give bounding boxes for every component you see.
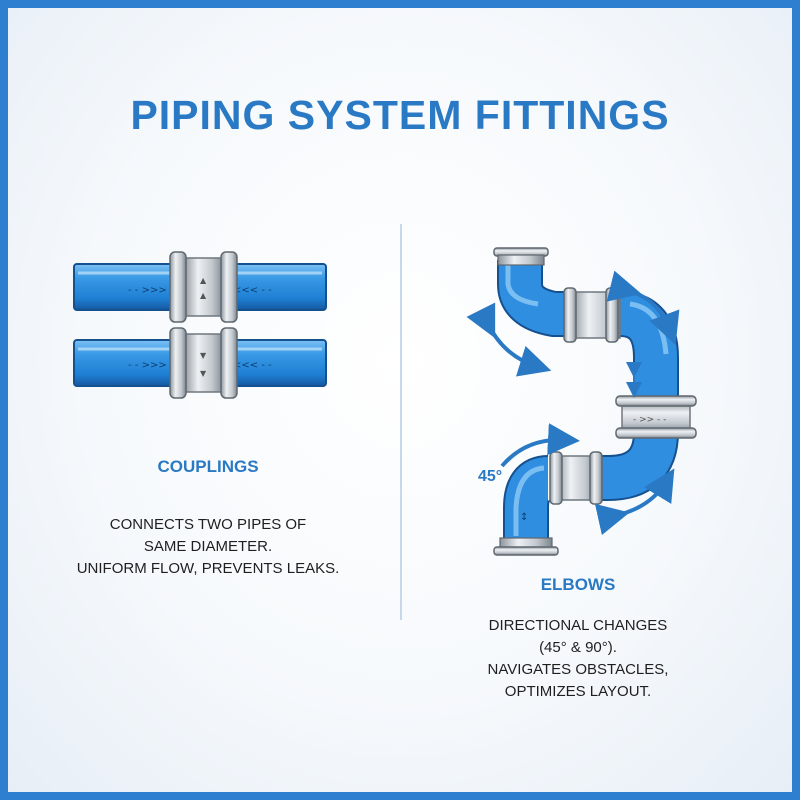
flow-arrows-left: - - >>>	[128, 285, 167, 296]
elbows-description: DIRECTIONAL CHANGES (45° & 90°). NAVIGAT…	[418, 615, 738, 703]
page-title: PIPING SYSTEM FITTINGS	[130, 92, 670, 138]
rotation-arrow	[500, 423, 580, 468]
rotation-arrow	[466, 302, 552, 377]
couplings-description: CONNECTS TWO PIPES OF SAME DIAMETER. UNI…	[48, 514, 368, 580]
description-line: (45° & 90°).	[539, 639, 617, 656]
coupling-sleeve	[183, 333, 225, 393]
column-divider	[400, 224, 402, 620]
svg-text:↕: ↕	[520, 512, 528, 523]
rotation-arrow	[606, 270, 680, 345]
svg-text:▲: ▲	[200, 276, 207, 285]
svg-text:▼: ▼	[200, 351, 207, 360]
coupling-ring	[220, 251, 238, 323]
elbows-heading: ELBOWS	[540, 575, 616, 594]
rotation-arrow	[594, 468, 675, 536]
couplings-heading: COUPLINGS	[157, 457, 259, 476]
description-line: NAVIGATES OBSTACLES,	[487, 661, 669, 678]
coupling-sleeve	[183, 257, 225, 317]
description-line: OPTIMIZES LAYOUT.	[504, 683, 652, 700]
flow-arrows-right: <<< - -	[233, 360, 272, 371]
fittings-illustration: - - >>> <<< - - ▲ ▲ - - >>> <<< - - ▼ ▼	[73, 247, 697, 556]
coupling-ring	[169, 327, 187, 399]
svg-text:▼: ▼	[200, 369, 207, 378]
flow-arrows-left: - - >>>	[128, 360, 167, 371]
angle-label: 45°	[478, 468, 503, 485]
description-line: DIRECTIONAL CHANGES	[488, 617, 668, 634]
svg-text:- >> - -: - >> - -	[633, 415, 666, 425]
coupling-ring	[169, 251, 187, 323]
description-line: UNIFORM FLOW, PREVENTS LEAKS.	[76, 560, 340, 577]
description-line: CONNECTS TWO PIPES OF	[109, 516, 307, 533]
svg-text:▲: ▲	[200, 291, 207, 300]
flow-arrows-right: <<< - -	[233, 285, 272, 296]
coupling-bottom: - - >>> <<< - - ▼ ▼	[73, 327, 327, 399]
coupling-ring	[220, 327, 238, 399]
elbow-flange	[493, 546, 559, 556]
description-line: SAME DIAMETER.	[143, 538, 273, 555]
coupling-top: - - >>> <<< - - ▲ ▲	[73, 251, 327, 323]
elbow-assembly: - >> - - ↕	[466, 247, 697, 556]
